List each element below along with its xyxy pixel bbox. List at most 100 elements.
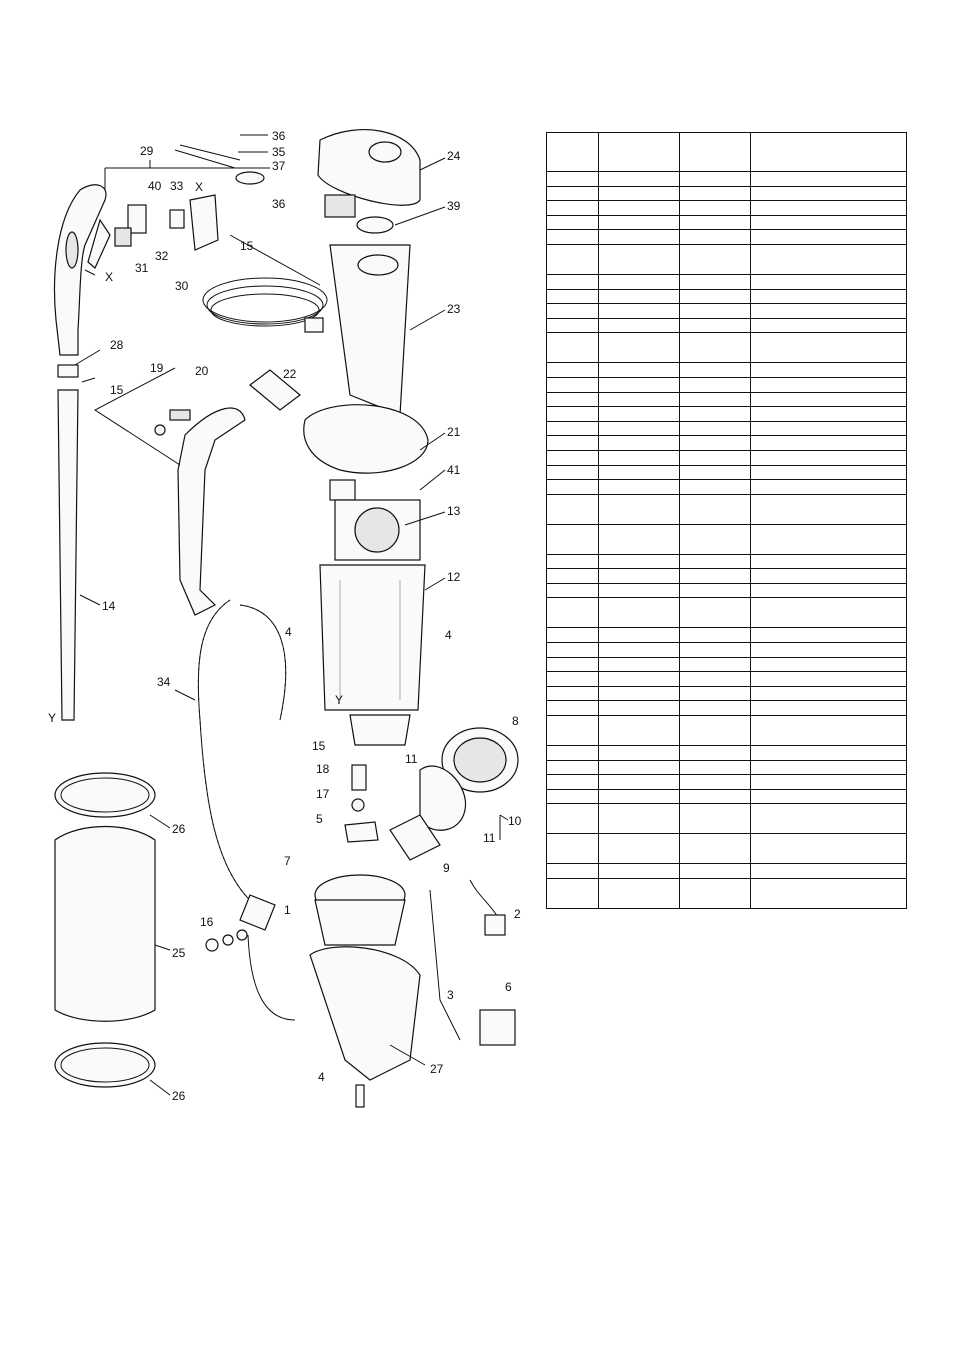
table-cell (546, 642, 599, 658)
table-row (546, 288, 907, 305)
motor-housing-top (303, 404, 429, 501)
table-cell (546, 627, 599, 644)
table-cell (750, 420, 907, 437)
callout: Y (335, 693, 343, 707)
table-row (546, 449, 907, 466)
table-cell (750, 788, 907, 805)
table-cell (750, 553, 907, 570)
table-cell (598, 420, 680, 437)
table-cell (750, 185, 907, 202)
table-row (546, 362, 907, 378)
table-row (546, 553, 907, 570)
callout: 41 (447, 463, 461, 477)
table-row (546, 406, 907, 422)
callout: 23 (447, 302, 461, 316)
motor-assembly (389, 727, 519, 861)
callout: 40 (148, 179, 162, 193)
callout: 15 (312, 739, 326, 753)
table-cell (546, 391, 599, 408)
table-cell (679, 479, 751, 495)
callout: 33 (170, 179, 184, 193)
table-cell (598, 362, 680, 378)
table-row (546, 715, 907, 747)
table-row (546, 656, 907, 673)
table-cell (546, 332, 599, 364)
table-cell (546, 288, 599, 305)
callout: 15 (240, 239, 254, 253)
table-cell (750, 288, 907, 305)
table-cell (546, 685, 599, 702)
table-cell (598, 273, 680, 290)
table-row (546, 214, 907, 231)
table-cell (679, 214, 751, 231)
table-cell (598, 568, 680, 584)
table-cell (546, 700, 599, 717)
callout: 22 (283, 367, 297, 381)
table-cell (679, 597, 751, 629)
callout: 18 (316, 762, 330, 776)
table-cell (546, 317, 599, 334)
callout: X (105, 270, 113, 284)
handle-grip (53, 184, 111, 356)
callout: 19 (150, 361, 164, 375)
leader-lines (74, 134, 509, 1096)
table-cell (750, 391, 907, 408)
table-row (546, 568, 907, 584)
table-row (546, 317, 907, 334)
table-cell (750, 715, 907, 747)
table-row (546, 493, 907, 525)
switch-parts (114, 144, 265, 251)
callout: 36 (272, 197, 286, 211)
table-cell (750, 642, 907, 658)
table-cell (598, 464, 680, 481)
table-cell (750, 214, 907, 231)
table-cell (679, 332, 751, 364)
callout: 11 (405, 752, 418, 766)
callout: 16 (200, 915, 214, 929)
callout: 39 (447, 199, 461, 213)
callout: 26 (172, 822, 186, 836)
callout: 7 (284, 854, 291, 868)
table-cell (750, 479, 907, 495)
table-row (546, 479, 907, 495)
callout: 6 (505, 980, 512, 994)
table-cell (546, 597, 599, 629)
table-cell (598, 391, 680, 408)
table-row (546, 627, 907, 644)
table-cell (679, 273, 751, 290)
table-cell (546, 376, 599, 393)
callout: 2 (514, 907, 521, 921)
table-cell (546, 435, 599, 451)
table-cell (679, 243, 751, 275)
table-cell (546, 214, 599, 231)
table-cell (546, 759, 599, 776)
table-row (546, 597, 907, 629)
table-cell (598, 479, 680, 495)
callout: Y (48, 711, 56, 725)
table-cell (598, 715, 680, 747)
vacuum-hose (197, 599, 287, 931)
table-cell (546, 464, 599, 481)
table-cell (546, 200, 599, 216)
table-cell (546, 479, 599, 495)
table-cell (679, 553, 751, 570)
table-cell (750, 362, 907, 378)
callout: 35 (272, 145, 286, 159)
table-row (546, 332, 907, 364)
callout: 4 (445, 628, 452, 642)
callout: 25 (172, 946, 186, 960)
callout: 10 (508, 814, 522, 828)
table-cell (679, 715, 751, 747)
table-cell (546, 171, 599, 187)
table-cell (546, 878, 599, 909)
callout: 14 (102, 599, 116, 613)
table-row (546, 685, 907, 702)
header-cell (679, 132, 751, 172)
table-row (546, 642, 907, 658)
table-cell (598, 493, 680, 525)
table-cell (546, 582, 599, 599)
table-cell (598, 833, 680, 865)
table-cell (679, 317, 751, 334)
table-cell (546, 553, 599, 570)
callout: 37 (272, 159, 286, 173)
